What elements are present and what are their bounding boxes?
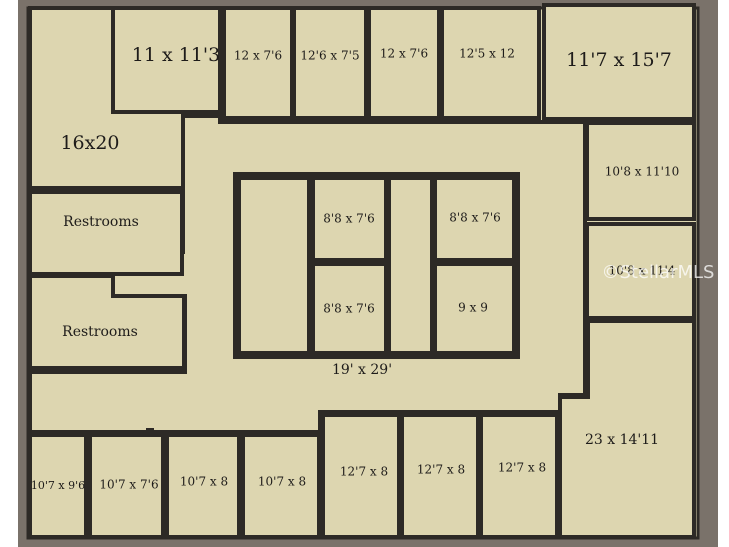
room-108x114 (585, 222, 696, 320)
room-117x157 (542, 3, 696, 121)
label-127x8-b: 12'7 x 8 (417, 463, 465, 477)
label-9x9: 9 x 9 (458, 301, 488, 315)
label-107x96: 10'7 x 9'6 (31, 479, 85, 492)
label-126x75: 12'6 x 7'5 (300, 49, 359, 63)
label-108x114: 10'8 x 11'4 (609, 264, 676, 278)
label-125x12: 12'5 x 12 (459, 47, 515, 61)
room-126x75 (292, 6, 368, 120)
restroom-a (28, 190, 184, 276)
room-9x9 (433, 262, 516, 355)
room-107x8-b (241, 433, 321, 539)
label-12x76-a: 12 x 7'6 (234, 49, 282, 63)
label-88x76-b: 8'8 x 7'6 (323, 302, 375, 316)
central-room-left (237, 176, 311, 355)
label-16x20: 16x20 (60, 132, 119, 154)
room-107x8-a (165, 433, 241, 539)
watermark: ©StellarMLS (602, 262, 715, 283)
label-107x8-b: 10'7 x 8 (258, 475, 306, 489)
room-108x1110 (585, 121, 696, 221)
room-88x76-a (311, 176, 388, 262)
label-108x1110: 10'8 x 11'10 (605, 165, 679, 179)
room-127x8-b (400, 413, 480, 539)
room-107x76 (88, 433, 165, 539)
room-23x1411 (558, 319, 696, 539)
label-11x113: 11 x 11'3 (132, 44, 220, 66)
label-107x76: 10'7 x 7'6 (99, 478, 158, 492)
label-restrooms-b: Restrooms (62, 324, 138, 340)
label-restrooms-a: Restrooms (63, 214, 139, 230)
room-127x8-a (321, 413, 401, 539)
label-127x8-c: 12'7 x 8 (498, 461, 546, 475)
door-marker (146, 428, 154, 435)
label-88x76-a: 8'8 x 7'6 (323, 212, 375, 226)
label-12x76-b: 12 x 7'6 (380, 47, 428, 61)
room-88x76-c (433, 176, 516, 262)
room-127x8-c (479, 413, 559, 539)
room-12x76-b (367, 6, 441, 120)
room-88x76-b (311, 262, 388, 355)
label-common: 19' x 29' (332, 362, 392, 378)
room-107x96 (28, 433, 88, 539)
room-12x76-a (222, 6, 294, 120)
label-127x8-a: 12'7 x 8 (340, 465, 388, 479)
label-117x157: 11'7 x 15'7 (566, 49, 672, 71)
room-11x113 (111, 6, 222, 114)
label-23x1411: 23 x 14'11 (585, 432, 659, 448)
central-corridor (387, 176, 434, 355)
room-125x12 (440, 6, 541, 120)
label-88x76-c: 8'8 x 7'6 (449, 211, 501, 225)
label-107x8-a: 10'7 x 8 (180, 475, 228, 489)
